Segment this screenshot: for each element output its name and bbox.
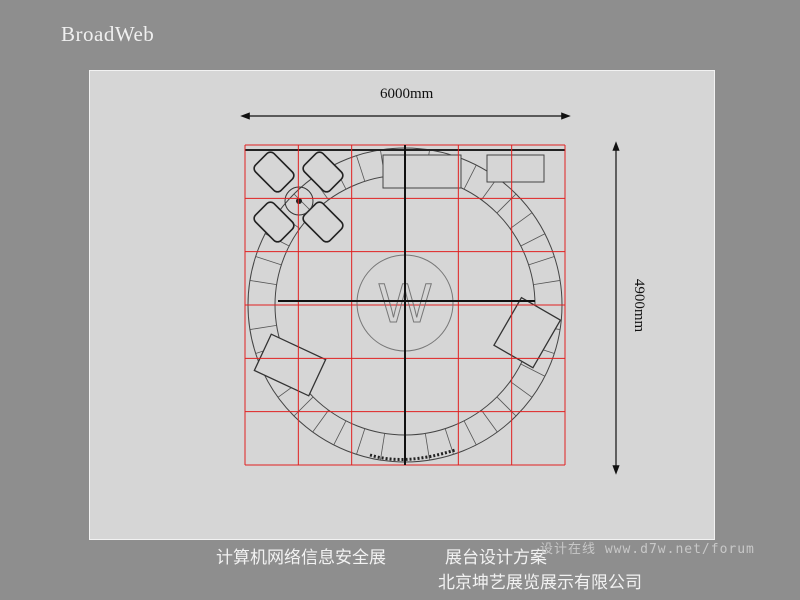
ring-segment xyxy=(496,396,517,417)
ring-segment xyxy=(293,396,314,417)
ring-segment xyxy=(463,420,477,446)
booth-furniture xyxy=(245,149,565,461)
width-dimension-label: 6000mm xyxy=(380,86,434,102)
ring-segment xyxy=(509,381,533,398)
counter-desk xyxy=(382,154,462,189)
ring-segment xyxy=(249,280,277,286)
armchair xyxy=(253,151,295,193)
table-center xyxy=(296,198,302,204)
ring-segment xyxy=(424,433,430,461)
ring-segment xyxy=(380,433,386,461)
ring-segment xyxy=(356,155,366,182)
ring-segment xyxy=(356,428,366,455)
ring-segment xyxy=(520,363,546,377)
armchair xyxy=(253,201,295,243)
armchair xyxy=(302,151,344,193)
depth-dimension-label: 4900mm xyxy=(631,278,648,333)
ring-segment xyxy=(481,409,498,433)
round-table xyxy=(284,186,314,216)
exhibition-caption: 计算机网络信息安全展 xyxy=(216,548,386,568)
ring-segment xyxy=(249,324,277,330)
ring-segment xyxy=(520,233,546,247)
armchair xyxy=(302,201,344,243)
ring-segment xyxy=(255,256,282,266)
ring-segment xyxy=(312,409,329,433)
counter-desk xyxy=(486,154,545,183)
ring-segment xyxy=(333,420,347,446)
watermark: 设计在线 www.d7w.net/forum xyxy=(540,542,755,557)
ring-segment xyxy=(533,280,561,286)
ring-segment xyxy=(444,428,454,455)
demo-station xyxy=(253,333,327,397)
entrance-steps xyxy=(369,448,456,461)
plan-caption: 展台设计方案 xyxy=(445,548,547,568)
ring-segment xyxy=(509,212,533,229)
company-caption: 北京坤艺展览展示有限公司 xyxy=(438,573,642,593)
brand-title: BroadWeb xyxy=(61,22,155,46)
ring-segment xyxy=(496,193,517,214)
ring-segment xyxy=(463,164,477,190)
ring-segment xyxy=(528,256,555,266)
demo-station xyxy=(493,296,562,369)
